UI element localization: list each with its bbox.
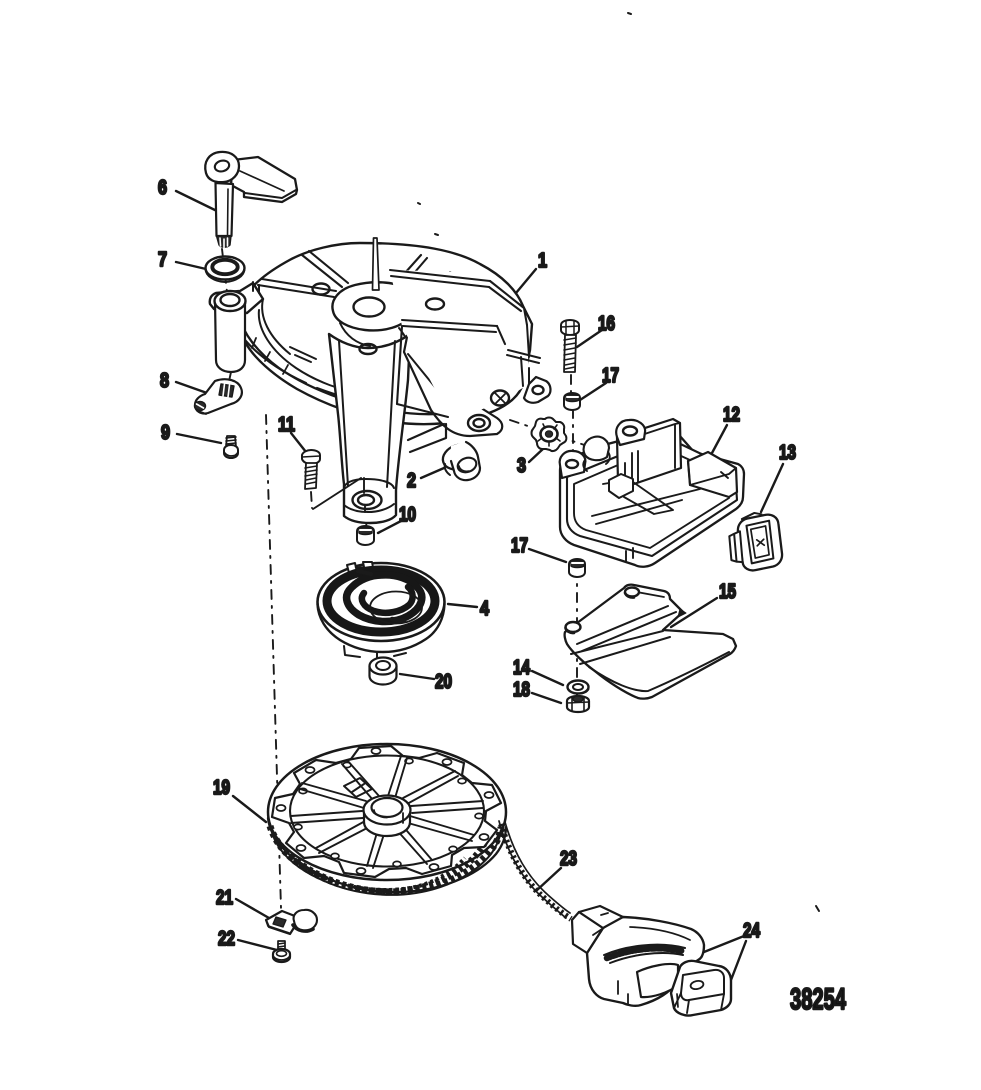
svg-text:24: 24: [743, 920, 761, 942]
svg-text:13: 13: [779, 442, 796, 464]
svg-text:2: 2: [407, 470, 416, 492]
svg-text:12: 12: [723, 404, 740, 426]
svg-text:23: 23: [560, 848, 577, 870]
svg-text:18: 18: [513, 679, 530, 701]
svg-text:14: 14: [513, 657, 531, 679]
svg-text:6: 6: [158, 177, 167, 199]
svg-text:16: 16: [598, 313, 615, 335]
svg-text:9: 9: [161, 422, 170, 444]
svg-text:22: 22: [218, 928, 235, 950]
svg-text:11: 11: [278, 414, 295, 436]
svg-text:10: 10: [399, 504, 416, 526]
svg-text:19: 19: [213, 777, 230, 799]
svg-text:15: 15: [719, 581, 736, 603]
svg-text:3: 3: [517, 455, 526, 477]
svg-text:7: 7: [158, 249, 167, 271]
svg-text:4: 4: [480, 598, 490, 620]
svg-text:38254: 38254: [790, 983, 846, 1016]
svg-text:17: 17: [511, 535, 528, 557]
svg-text:1: 1: [538, 250, 547, 272]
svg-text:8: 8: [160, 370, 169, 392]
svg-text:17: 17: [602, 365, 619, 387]
svg-text:21: 21: [216, 887, 233, 909]
svg-text:20: 20: [435, 671, 452, 693]
